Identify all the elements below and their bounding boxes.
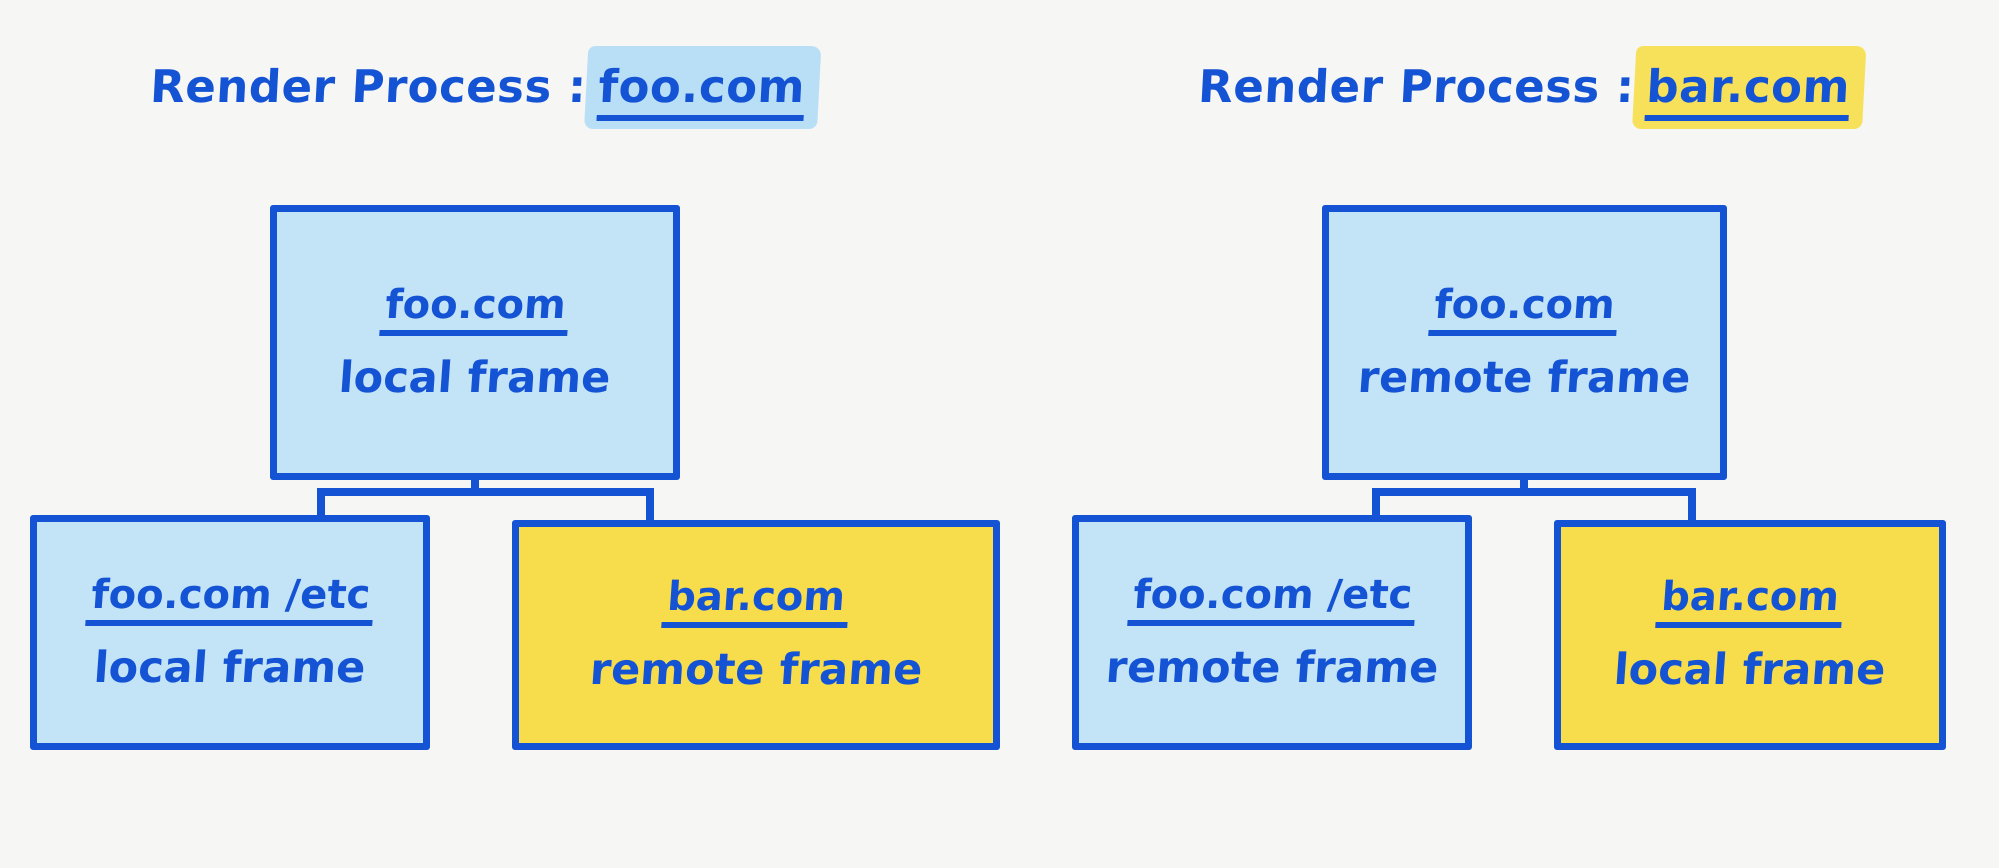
node-right-child-bar-frame-type: local frame	[1612, 645, 1888, 696]
node-left-root-frame-type: local frame	[337, 352, 613, 403]
node-right-child-foo-etc[interactable]: foo.com /etc remote frame	[1072, 515, 1472, 750]
title-right-lead: Render Process :	[1196, 60, 1636, 113]
node-right-root-frame-type: remote frame	[1356, 352, 1693, 403]
node-left-child-bar-origin: bar.com	[661, 574, 851, 629]
node-right-child-foo-etc-origin: foo.com /etc	[1126, 572, 1418, 626]
node-left-child-foo-etc[interactable]: foo.com /etc local frame	[30, 515, 430, 750]
title-left: Render Process :foo.com	[148, 58, 820, 125]
node-left-child-foo-etc-origin: foo.com /etc	[84, 572, 376, 626]
node-right-child-bar[interactable]: bar.com local frame	[1554, 520, 1946, 750]
node-left-child-foo-etc-frame-type: local frame	[92, 642, 368, 693]
node-right-root-origin: foo.com	[1428, 282, 1621, 336]
title-left-lead: Render Process :	[148, 60, 588, 113]
node-right-root[interactable]: foo.com remote frame	[1322, 205, 1727, 480]
node-right-child-foo-etc-frame-type: remote frame	[1104, 642, 1440, 693]
node-left-child-bar[interactable]: bar.com remote frame	[512, 520, 1000, 750]
node-left-root-origin: foo.com	[378, 282, 572, 336]
title-left-origin: foo.com	[596, 60, 807, 121]
node-right-child-bar-origin: bar.com	[1655, 574, 1845, 629]
title-right: Render Process :bar.com	[1196, 58, 1865, 125]
node-left-child-bar-frame-type: remote frame	[588, 645, 924, 696]
title-left-origin-highlight: foo.com	[585, 58, 821, 125]
node-left-root[interactable]: foo.com local frame	[270, 205, 680, 480]
title-right-origin: bar.com	[1644, 60, 1852, 121]
title-right-origin-highlight: bar.com	[1633, 58, 1866, 125]
